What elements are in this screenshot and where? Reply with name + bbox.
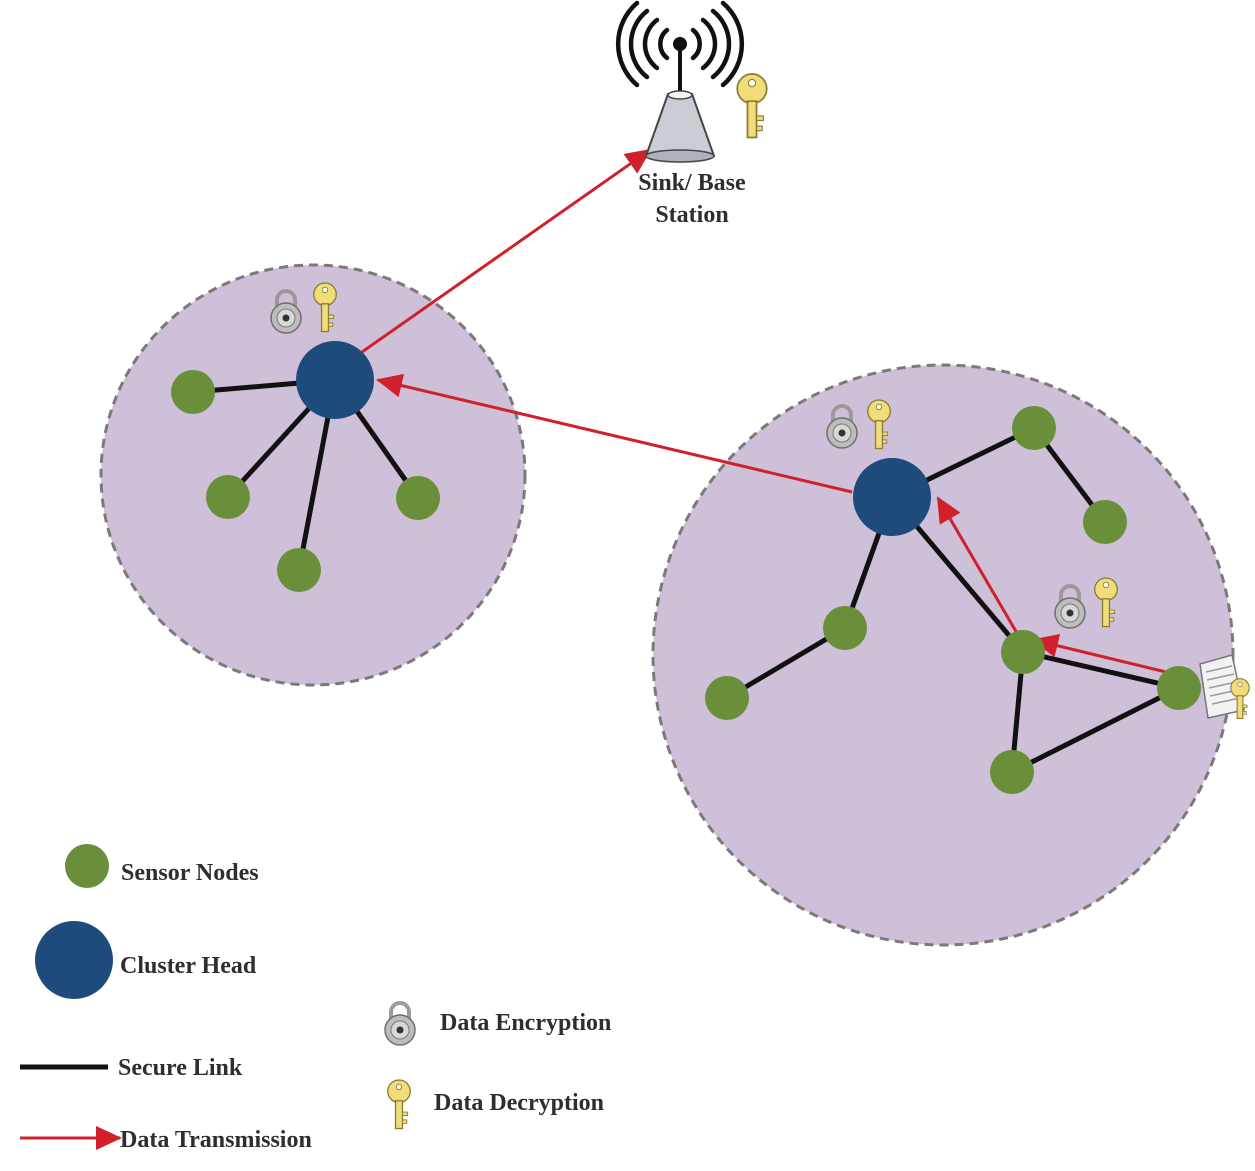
sensor-node <box>171 370 215 414</box>
secure-link <box>724 625 848 701</box>
cluster-left <box>99 263 527 687</box>
padlock-icon <box>383 1001 417 1046</box>
cluster-right <box>651 363 1235 947</box>
sensor-nodes-left <box>171 370 440 592</box>
legend-data-transmission-label: Data Transmission <box>120 1127 312 1153</box>
sensor-node <box>277 548 321 592</box>
legend-sensor-nodes-label: Sensor Nodes <box>121 860 259 886</box>
sensor-node <box>823 606 867 650</box>
base-station-label-line2: Station <box>655 202 728 228</box>
legend: Sensor Nodes Cluster Head Secure Link Da… <box>20 844 611 1153</box>
legend-data-decryption-label: Data Decryption <box>434 1090 604 1116</box>
transmission-node-to-node <box>1032 633 1167 674</box>
legend-cluster-head-swatch <box>35 921 113 999</box>
legend-secure-link-label: Secure Link <box>118 1055 243 1081</box>
sensor-node <box>396 476 440 520</box>
key-icon <box>387 1079 411 1130</box>
legend-data-encryption-label: Data Encryption <box>440 1010 611 1036</box>
key-icon <box>736 73 768 139</box>
sensor-node <box>705 676 749 720</box>
sensor-node <box>1001 630 1045 674</box>
cluster-head-left <box>296 341 374 419</box>
legend-sensor-node-swatch <box>65 844 109 888</box>
legend-cluster-head-label: Cluster Head <box>120 953 257 979</box>
transmission-ch-to-base <box>361 148 652 354</box>
cluster-head-right <box>853 458 931 536</box>
sensor-node <box>990 750 1034 794</box>
secure-link <box>1009 685 1182 775</box>
secure-link <box>1020 649 1182 691</box>
transmission-ch-to-ch <box>376 373 853 494</box>
sensor-nodes-right <box>705 406 1201 794</box>
base-station-label-line1: Sink/ Base <box>638 170 746 196</box>
sensor-node <box>1083 500 1127 544</box>
antenna-tower-icon <box>615 0 745 163</box>
transmission-node-to-ch <box>936 496 1023 641</box>
sensor-node <box>206 475 250 519</box>
data-transmission-paths <box>361 148 1167 674</box>
sensor-node <box>1012 406 1056 450</box>
sensor-node <box>1157 666 1201 710</box>
